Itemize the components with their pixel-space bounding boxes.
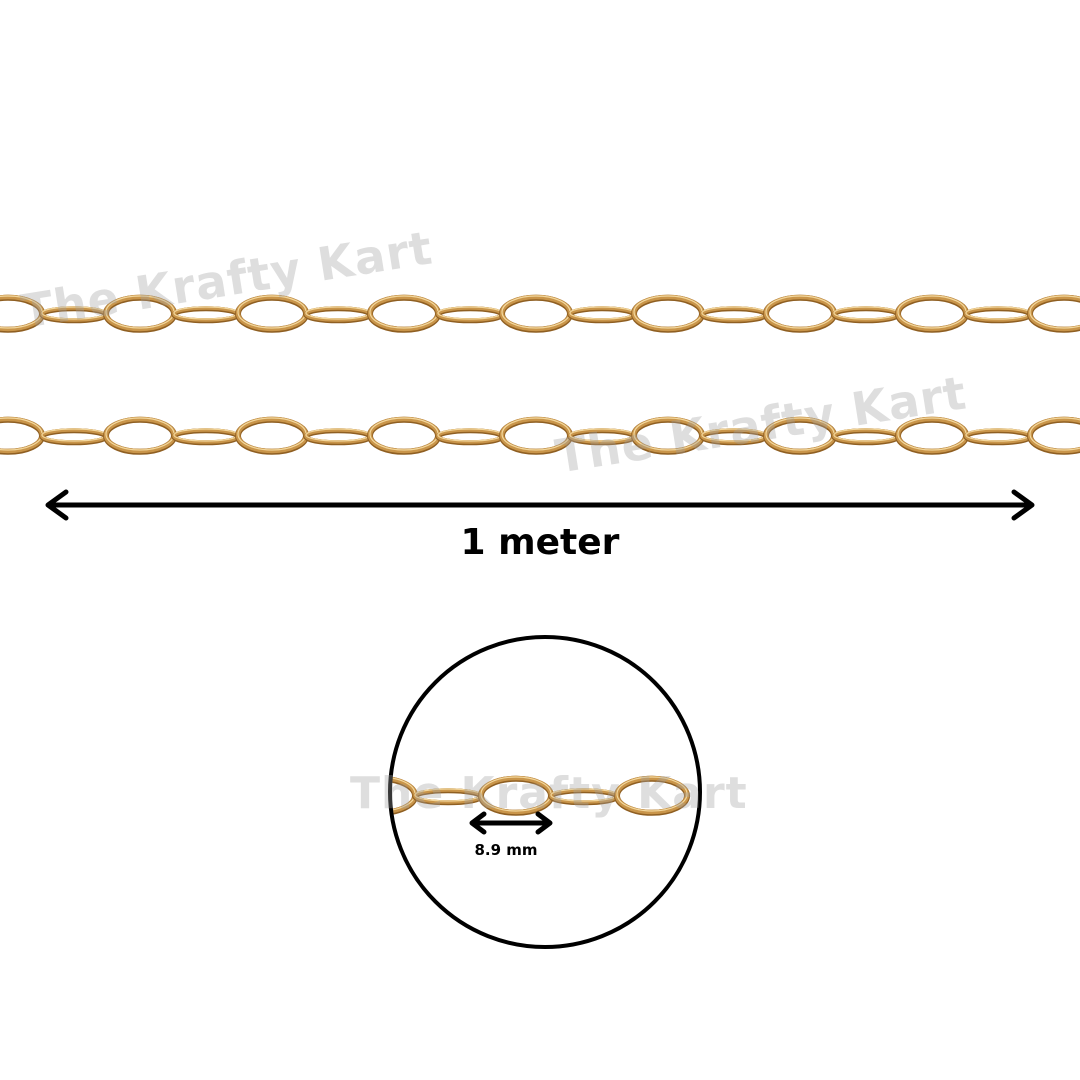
- length-label: 1 meter: [460, 522, 620, 563]
- chain-link: [1029, 417, 1080, 451]
- chain-link: [235, 416, 309, 454]
- link-size-label: 8.9 mm: [474, 841, 538, 859]
- chain-link: [568, 306, 636, 322]
- chain-link: [304, 306, 372, 322]
- watermark-zoom: The Krafty Kart: [350, 768, 748, 819]
- chain-link: [304, 428, 372, 444]
- chain-link: [832, 306, 900, 322]
- chain-link: [763, 294, 837, 332]
- chain-link: [367, 416, 441, 454]
- double-headed-arrow-icon: [45, 489, 1035, 521]
- gold-chain-strand-bottom: [0, 416, 1080, 455]
- chain-link: [616, 776, 688, 812]
- chain-link: [964, 306, 1032, 322]
- chain-link: [1029, 295, 1080, 329]
- gold-chain-strand-top: [0, 294, 1080, 333]
- chain-link: [631, 294, 705, 332]
- chain-link: [40, 428, 108, 444]
- chain-link: [103, 416, 177, 454]
- chain-link: [964, 428, 1032, 444]
- link-size-arrow-icon: [469, 811, 553, 835]
- chain-link: [700, 306, 768, 322]
- chain-link: [895, 294, 969, 332]
- chain-link: [499, 294, 573, 332]
- zoom-circle: [388, 635, 702, 949]
- chain-link: [436, 306, 504, 322]
- chain-link: [367, 294, 441, 332]
- chain-link: [436, 428, 504, 444]
- gold-chain-zoom-detail: [392, 775, 690, 816]
- chain-link: [172, 428, 240, 444]
